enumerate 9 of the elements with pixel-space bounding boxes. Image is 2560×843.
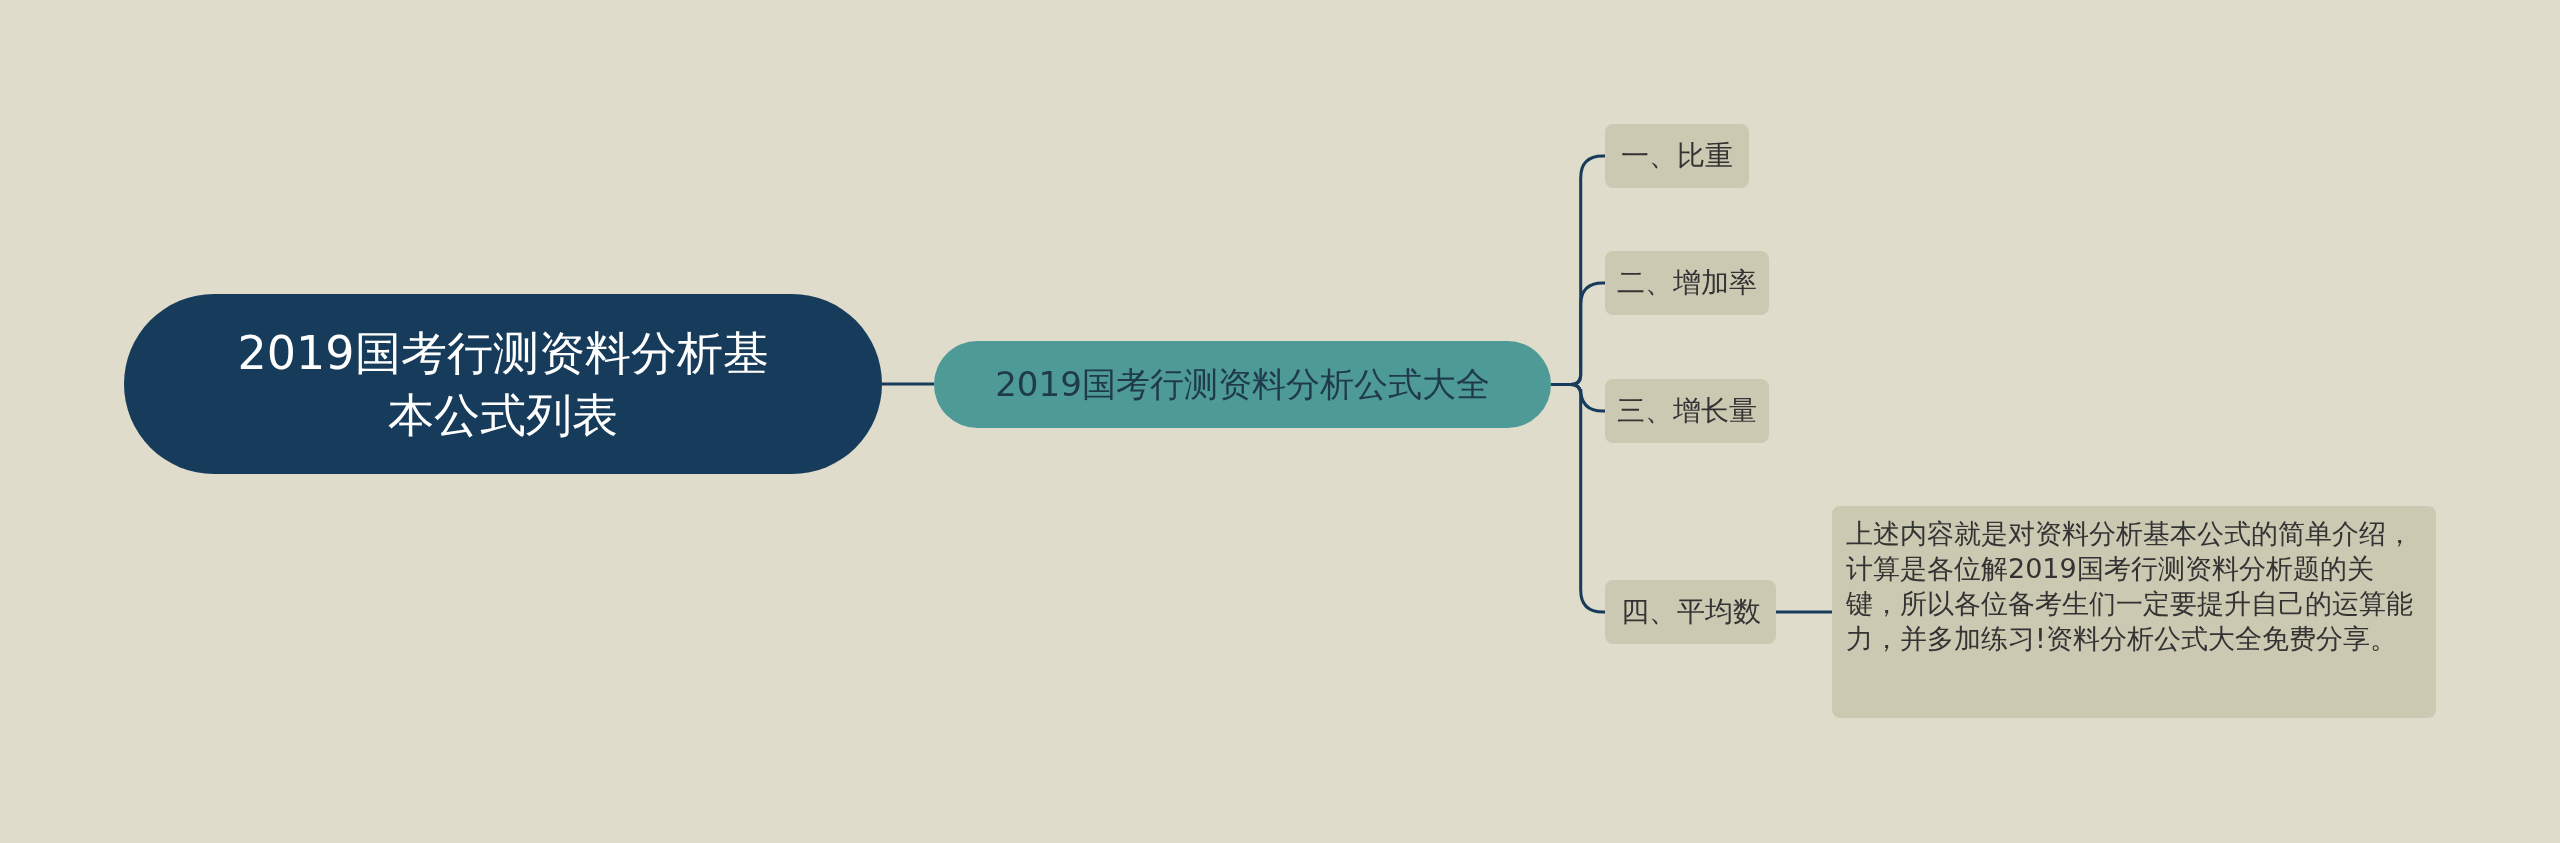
connector-line — [882, 382, 934, 386]
subtopic: 二、增加率 — [1605, 251, 1769, 315]
note-box: 上述内容就是对资料分析基本公式的简单介绍，计算是各位解2019国考行测资料分析题的关键，所以各位备考生们一定要提升自己的运算能力，并多加练习!资料分析公式大全免费分享。 — [1832, 506, 2436, 718]
connector-line — [1776, 610, 1832, 614]
subtopic: 一、比重 — [1605, 124, 1749, 188]
main-topic: 2019国考行测资料分析公式大全 — [934, 341, 1551, 428]
root-topic: 2019国考行测资料分析基本公式列表 — [124, 294, 882, 474]
subtopic: 四、平均数 — [1605, 580, 1776, 644]
subtopic: 三、增长量 — [1605, 379, 1769, 443]
